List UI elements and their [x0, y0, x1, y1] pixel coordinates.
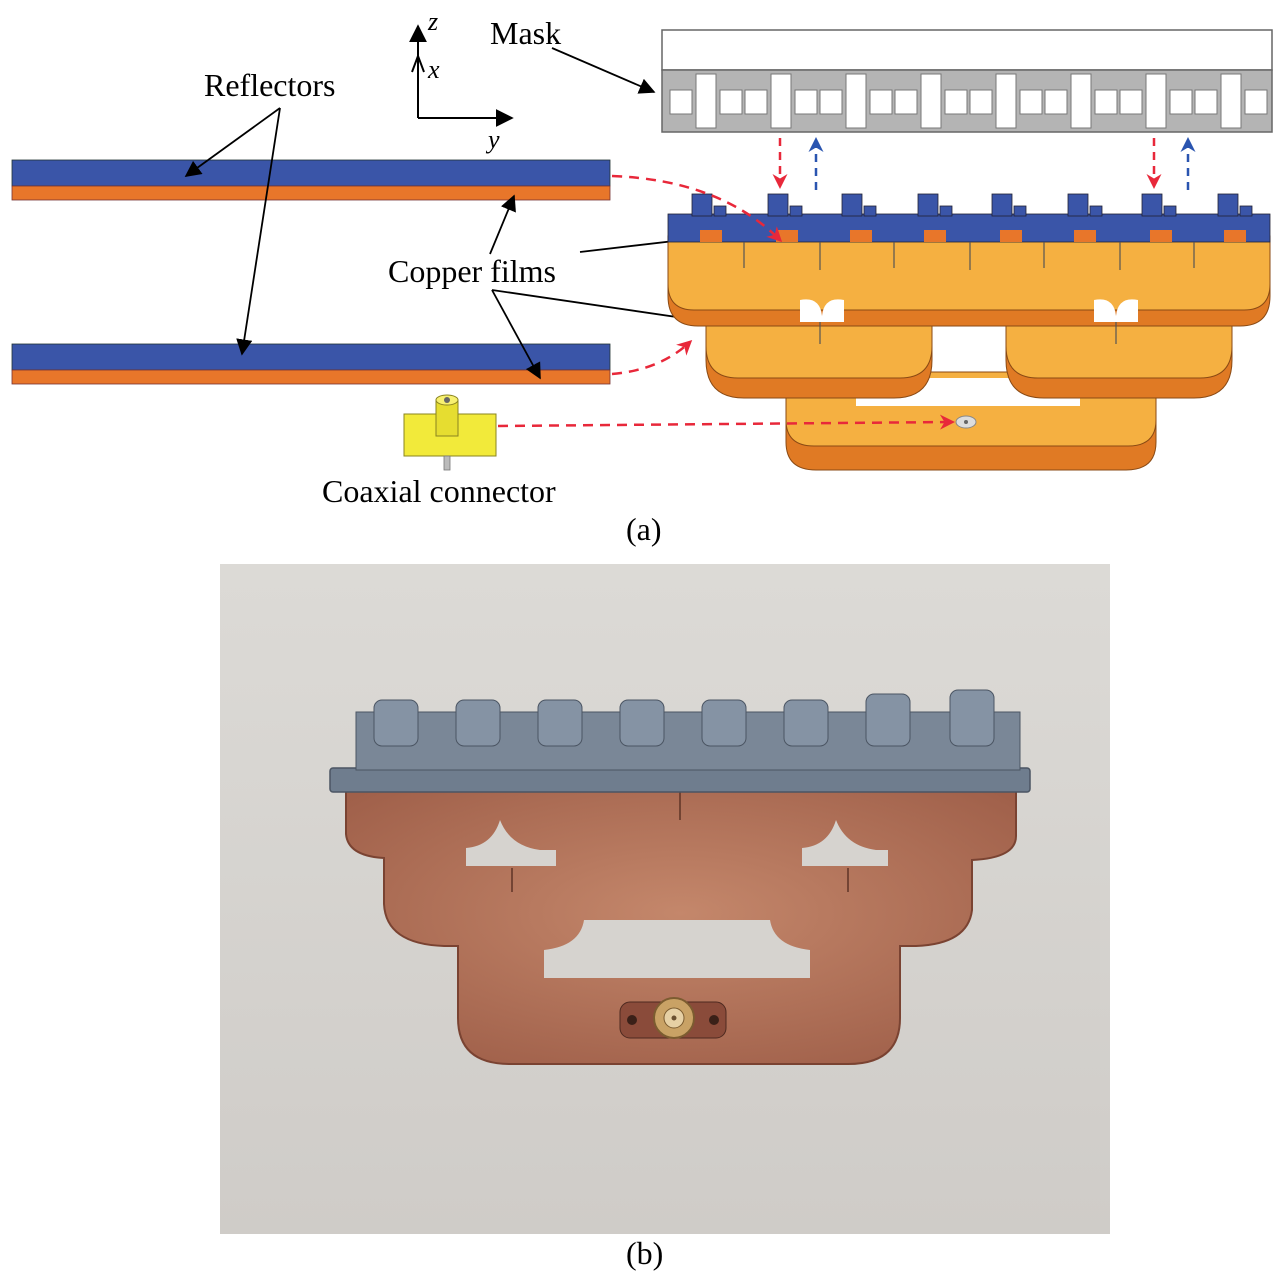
- label-coaxial-connector: Coaxial connector: [322, 473, 556, 509]
- label-mask: Mask: [490, 15, 561, 51]
- axis-label-z: z: [427, 7, 438, 36]
- caption-b: (b): [626, 1235, 663, 1271]
- axis-triad: z x y: [409, 7, 514, 154]
- panel-b-photo: (b): [220, 564, 1110, 1271]
- photograph-of-fabricated-antenna: [329, 689, 1031, 1065]
- antenna-3d-model: [667, 193, 1271, 471]
- label-copper-films: Copper films: [388, 253, 556, 289]
- mask-assembly-arrows: [772, 137, 1196, 190]
- mask-component: [661, 29, 1273, 133]
- axis-label-y: y: [485, 125, 500, 154]
- reflector-bottom: [11, 343, 611, 385]
- reflector-top: [11, 159, 611, 201]
- label-reflectors: Reflectors: [204, 67, 336, 103]
- assembly-arrows-red: [497, 174, 955, 430]
- caption-a: (a): [626, 511, 662, 547]
- panel-a: z x y Reflectors Copper films Mask Coaxi…: [11, 7, 1273, 547]
- axis-label-x: x: [427, 55, 440, 84]
- coaxial-connector-icon: [403, 394, 497, 471]
